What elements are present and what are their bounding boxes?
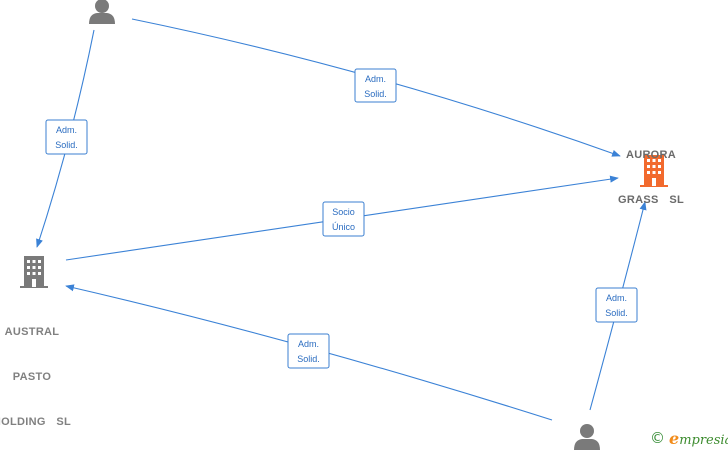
edge-label-line1: Adm.: [56, 125, 77, 135]
edge-label-austral-to-aurora[interactable]: Socio Único: [322, 201, 365, 237]
edge-label-top-to-austral[interactable]: Adm. Solid.: [45, 119, 88, 155]
edge-label-top-to-aurora[interactable]: Adm. Solid.: [354, 68, 397, 103]
company-label-aurora[interactable]: AURORA GRASS SL: [608, 118, 694, 223]
edge-label-line1: Adm.: [298, 339, 319, 349]
company-label-line: AUSTRAL: [4, 326, 60, 338]
company-label-line: GRASS SL: [618, 194, 684, 206]
company-label-line: AURORA: [625, 149, 677, 161]
brand-name: empresia: [669, 428, 728, 448]
edge-label-line1: Adm.: [365, 74, 386, 84]
edge-label-line2: Solid.: [55, 140, 78, 150]
edge-label-line2: Solid.: [605, 308, 628, 318]
edge-label-line2: Solid.: [364, 89, 387, 99]
person-icon[interactable]: [89, 0, 115, 24]
edge-label-line1: Socio: [332, 207, 355, 217]
company-label-austral[interactable]: AUSTRAL PASTO HOLDING SL: [0, 295, 72, 445]
company-label-line: PASTO: [12, 371, 52, 383]
building-icon[interactable]: [20, 256, 48, 288]
building-icon[interactable]: [640, 155, 668, 187]
person-icon[interactable]: [574, 424, 600, 450]
copyright-icon: ©: [650, 429, 665, 447]
edge-label-line2: Solid.: [297, 354, 320, 364]
edge-label-line1: Adm.: [606, 293, 627, 303]
brand-watermark: © empresia: [650, 428, 728, 448]
company-label-line: HOLDING SL: [0, 416, 72, 428]
edge-label-bottom-to-aurora[interactable]: Adm. Solid.: [595, 287, 638, 323]
edge-label-line2: Único: [332, 222, 355, 232]
edge-label-bottom-to-austral[interactable]: Adm. Solid.: [287, 333, 330, 369]
